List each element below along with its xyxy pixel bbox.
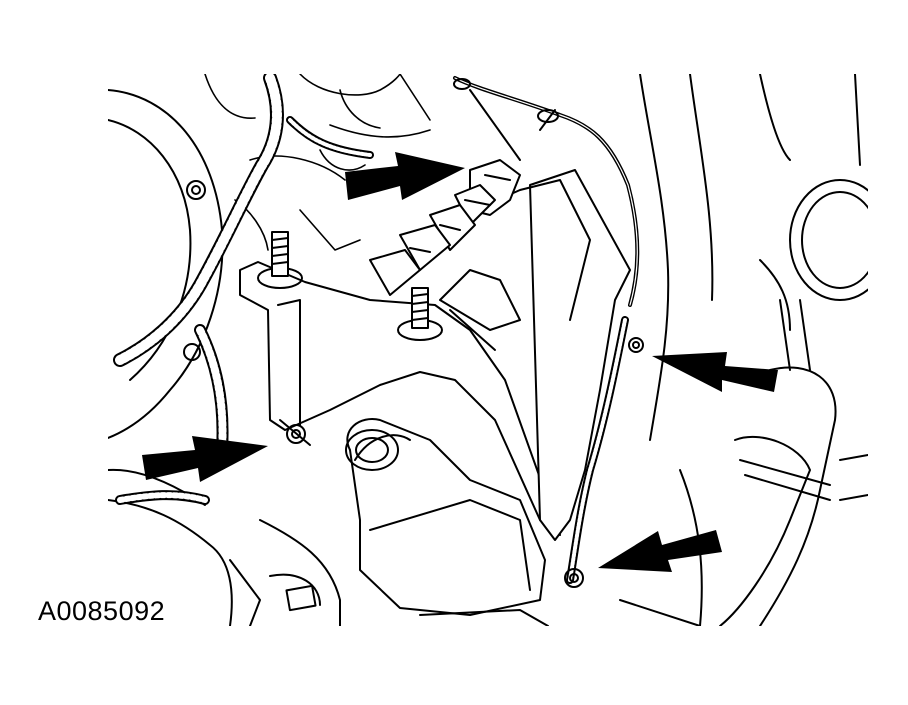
callout-arrow-right-mid [652,352,778,392]
fastener-bottom [564,568,584,588]
figure-code-label: A0085092 [38,596,166,626]
stud-center [397,287,443,341]
stud-left [257,231,303,289]
wiring-harness [113,74,374,505]
mounting-bracket [239,261,561,536]
fastener-left [279,419,311,446]
callout-arrow-lower-left [142,436,268,482]
connector-block [369,159,521,296]
lower-components [229,519,549,626]
left-housing [108,89,233,626]
fastener-right [628,337,644,353]
shielded-line [453,76,640,584]
module-housing [345,169,631,616]
callout-arrow-upper-left [345,152,465,200]
callout-arrow-lower-right [598,530,722,572]
